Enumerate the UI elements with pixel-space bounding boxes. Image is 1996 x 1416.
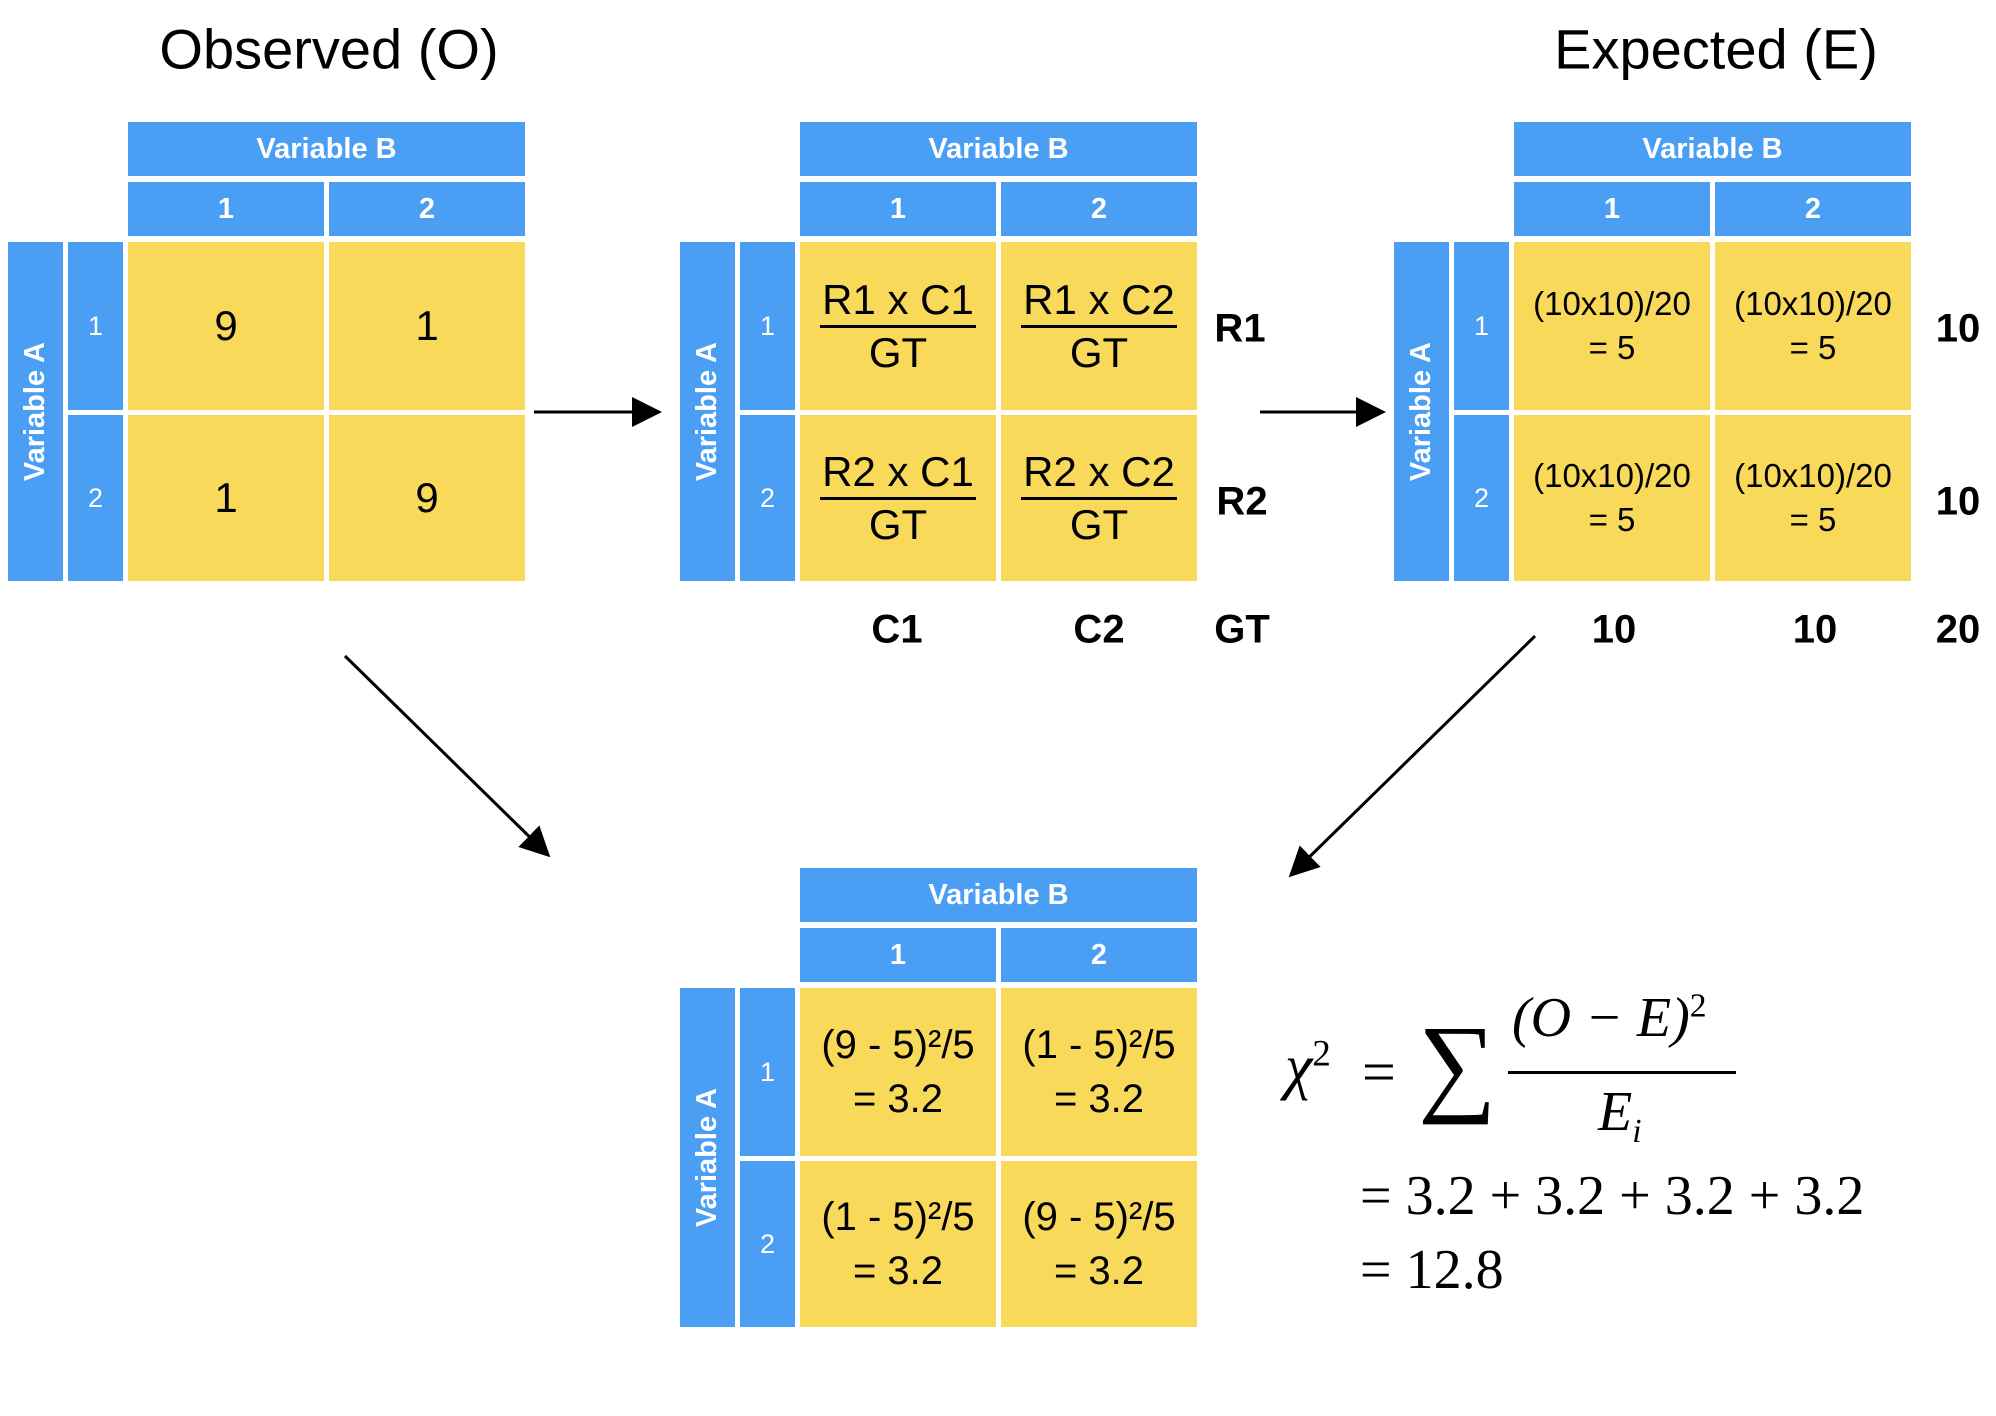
observed-cell-r2c2: 9 bbox=[329, 415, 525, 581]
row-header-1: 1 bbox=[740, 988, 795, 1156]
col-header-2: 2 bbox=[1001, 182, 1197, 236]
arrow-observed-to-chi bbox=[343, 654, 551, 858]
row-header-1: 1 bbox=[68, 242, 123, 410]
fraction-denominator: GT bbox=[1069, 328, 1129, 376]
row-header-1: 1 bbox=[1454, 242, 1509, 410]
row-header-2: 2 bbox=[740, 415, 795, 581]
arrow-expected-to-chi bbox=[1288, 634, 1537, 878]
fraction-numerator: R1 x C1 bbox=[820, 275, 976, 328]
formula-cell-r2c1: R2 x C1 GT bbox=[800, 415, 996, 581]
cell-expression: (1 - 5)²/5 bbox=[821, 1195, 975, 1239]
chi-cell-r2c1: (1 - 5)²/5 = 3.2 bbox=[800, 1161, 996, 1327]
variable-a-header: Variable A bbox=[8, 242, 63, 581]
col-header-2: 2 bbox=[1715, 182, 1911, 236]
col-total-label-2: C2 bbox=[1073, 607, 1125, 652]
cell-expression: (9 - 5)²/5 bbox=[821, 1023, 975, 1067]
variable-b-header: Variable B bbox=[1514, 122, 1911, 176]
col-header-2: 2 bbox=[1001, 928, 1197, 982]
row-total-label-1: R1 bbox=[1214, 306, 1266, 351]
row-header-2: 2 bbox=[740, 1161, 795, 1327]
expected-cell-r2c2: (10x10)/20 = 5 bbox=[1715, 415, 1911, 581]
row-total-1: 10 bbox=[1935, 306, 1981, 351]
variable-b-header: Variable B bbox=[128, 122, 525, 176]
denominator-subscript: i bbox=[1632, 1113, 1642, 1151]
chi-cell-r2c2: (9 - 5)²/5 = 3.2 bbox=[1001, 1161, 1197, 1327]
expected-title: Expected (E) bbox=[1554, 17, 1878, 81]
cell-result: = 3.2 bbox=[852, 1077, 944, 1121]
observed-cell-r1c2: 1 bbox=[329, 242, 525, 410]
observed-title: Observed (O) bbox=[159, 17, 499, 81]
cell-expression: (1 - 5)²/5 bbox=[1022, 1023, 1176, 1067]
chi-cell-r1c1: (9 - 5)²/5 = 3.2 bbox=[800, 988, 996, 1156]
variable-b-header: Variable B bbox=[800, 122, 1197, 176]
grand-total: 20 bbox=[1935, 607, 1981, 652]
col-total-2: 10 bbox=[1792, 607, 1838, 652]
observed-cell-r1c1: 9 bbox=[128, 242, 324, 410]
formula-cell-r2c2: R2 x C2 GT bbox=[1001, 415, 1197, 581]
result-line: = 12.8 bbox=[1360, 1239, 1504, 1301]
fraction-bar bbox=[1508, 1071, 1736, 1074]
formula-cell-r1c2: R1 x C2 GT bbox=[1001, 242, 1197, 410]
fraction-numerator: R2 x C1 bbox=[820, 447, 976, 500]
fraction-numerator: R2 x C2 bbox=[1021, 447, 1177, 500]
col-header-1: 1 bbox=[800, 182, 996, 236]
numerator-exponent: 2 bbox=[1689, 987, 1707, 1025]
expected-cell-r2c1: (10x10)/20 = 5 bbox=[1514, 415, 1710, 581]
variable-a-header: Variable A bbox=[680, 988, 735, 1327]
chi-cell-r1c2: (1 - 5)²/5 = 3.2 bbox=[1001, 988, 1197, 1156]
col-total-label-1: C1 bbox=[871, 607, 923, 652]
row-header-2: 2 bbox=[1454, 415, 1509, 581]
variable-b-header: Variable B bbox=[800, 868, 1197, 922]
variable-a-header: Variable A bbox=[1394, 242, 1449, 581]
cell-expression: (10x10)/20 bbox=[1533, 285, 1691, 322]
col-header-1: 1 bbox=[1514, 182, 1710, 236]
denominator-text: E bbox=[1598, 1081, 1633, 1143]
cell-result: = 3.2 bbox=[852, 1249, 944, 1293]
chi-exponent: 2 bbox=[1312, 1033, 1331, 1075]
col-header-1: 1 bbox=[128, 182, 324, 236]
chi-letter: χ bbox=[1285, 1033, 1313, 1101]
row-total-2: 10 bbox=[1935, 479, 1981, 524]
fraction-numerator: R1 x C2 bbox=[1021, 275, 1177, 328]
fraction-denominator: Ei bbox=[1598, 1080, 1642, 1151]
cell-expression: (10x10)/20 bbox=[1734, 285, 1892, 322]
chi-symbol: χ2 bbox=[1285, 1032, 1331, 1103]
cell-result: = 5 bbox=[1588, 329, 1636, 366]
cell-result: = 3.2 bbox=[1053, 1249, 1145, 1293]
row-header-2: 2 bbox=[68, 415, 123, 581]
sigma-icon: ∑ bbox=[1418, 1003, 1497, 1125]
fraction-denominator: GT bbox=[868, 328, 928, 376]
row-header-1: 1 bbox=[740, 242, 795, 410]
cell-result: = 5 bbox=[1789, 501, 1837, 538]
cell-result: = 5 bbox=[1588, 501, 1636, 538]
cell-result: = 5 bbox=[1789, 329, 1837, 366]
numerator-text: (O − E) bbox=[1512, 987, 1690, 1049]
formula-cell-r1c1: R1 x C1 GT bbox=[800, 242, 996, 410]
cell-expression: (10x10)/20 bbox=[1734, 457, 1892, 494]
observed-cell-r2c1: 1 bbox=[128, 415, 324, 581]
row-total-label-2: R2 bbox=[1216, 479, 1268, 524]
fraction-denominator: GT bbox=[868, 500, 928, 548]
sum-line: = 3.2 + 3.2 + 3.2 + 3.2 bbox=[1360, 1165, 1865, 1227]
col-header-1: 1 bbox=[800, 928, 996, 982]
variable-a-header: Variable A bbox=[680, 242, 735, 581]
cell-result: = 3.2 bbox=[1053, 1077, 1145, 1121]
equals-sign: = bbox=[1362, 1039, 1396, 1105]
cell-expression: (10x10)/20 bbox=[1533, 457, 1691, 494]
fraction-numerator: (O − E)2 bbox=[1512, 986, 1707, 1050]
fraction-denominator: GT bbox=[1069, 500, 1129, 548]
cell-expression: (9 - 5)²/5 bbox=[1022, 1195, 1176, 1239]
grand-total-label: GT bbox=[1214, 607, 1270, 652]
col-total-1: 10 bbox=[1591, 607, 1637, 652]
col-header-2: 2 bbox=[329, 182, 525, 236]
expected-cell-r1c2: (10x10)/20 = 5 bbox=[1715, 242, 1911, 410]
expected-cell-r1c1: (10x10)/20 = 5 bbox=[1514, 242, 1710, 410]
